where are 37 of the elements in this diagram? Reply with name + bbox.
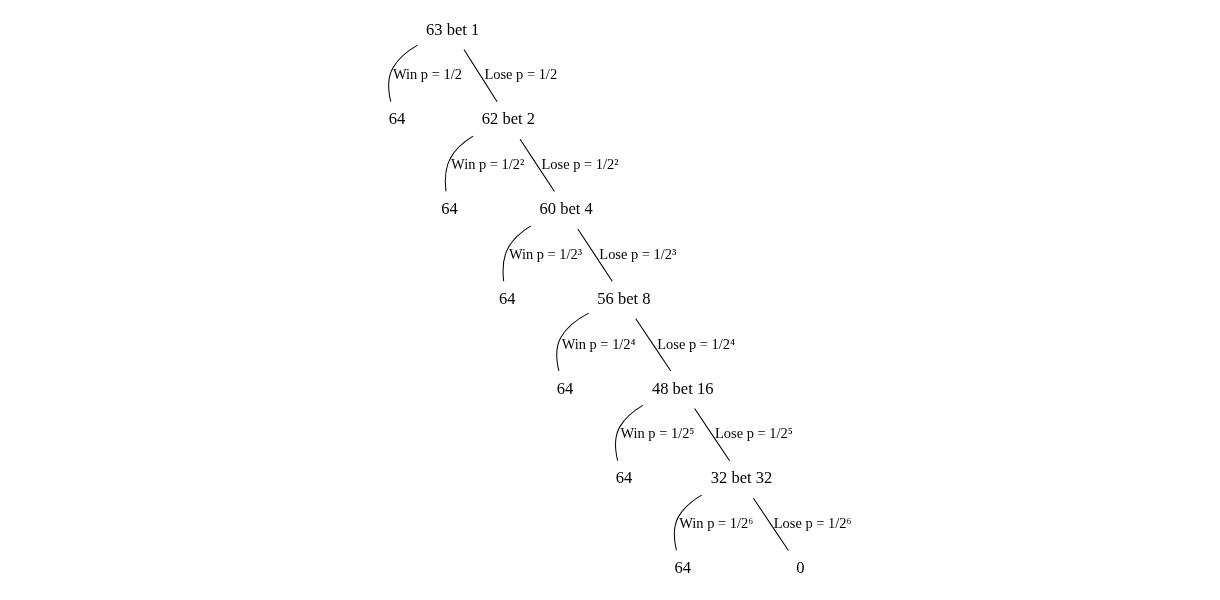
node-text: 60 bet 4 [539,199,593,219]
edge-label: Lose p = 1/2⁶ [773,515,852,532]
connector [614,404,643,462]
node-text: 64 [615,468,632,488]
node-text: 64 [673,558,691,578]
edge-label: Lose p = 1/2⁵ [714,425,793,442]
connector [673,494,702,551]
edge-label: Lose p = 1/2 [483,66,557,83]
connector [387,44,418,103]
connector [634,318,671,372]
node-text: 62 bet 2 [481,109,535,129]
edge-label: Lose p = 1/2² [541,156,619,173]
edge-label: Win p = 1/2⁴ [561,335,636,352]
edge-label: Lose p = 1/2³ [598,245,676,262]
connector [693,408,730,462]
node-text: 32 bet 32 [710,468,772,488]
connector [555,312,589,372]
edge-label: Win p = 1/2⁶ [678,515,753,532]
node-text: 56 bet 8 [596,288,650,308]
edge-label: Win p = 1/2² [450,156,524,173]
connector [576,228,613,282]
connector [444,135,474,192]
connector [752,497,789,551]
node-text: 48 bet 16 [651,378,713,398]
node-text: 64 [556,378,573,398]
edge-label: Win p = 1/2⁵ [619,425,694,442]
edge-label: Win p = 1/2 [392,66,462,83]
connector [462,49,498,103]
node-text: 64 [440,199,458,219]
node-text: 64 [498,288,516,308]
edge-label: Lose p = 1/2⁴ [656,335,735,352]
edge-label: Win p = 1/2³ [508,245,582,262]
connector [519,138,555,193]
node-text: 63 bet 1 [425,19,479,39]
connector [502,225,531,282]
node-text: 64 [388,109,405,129]
node-text: 0 [795,558,804,578]
